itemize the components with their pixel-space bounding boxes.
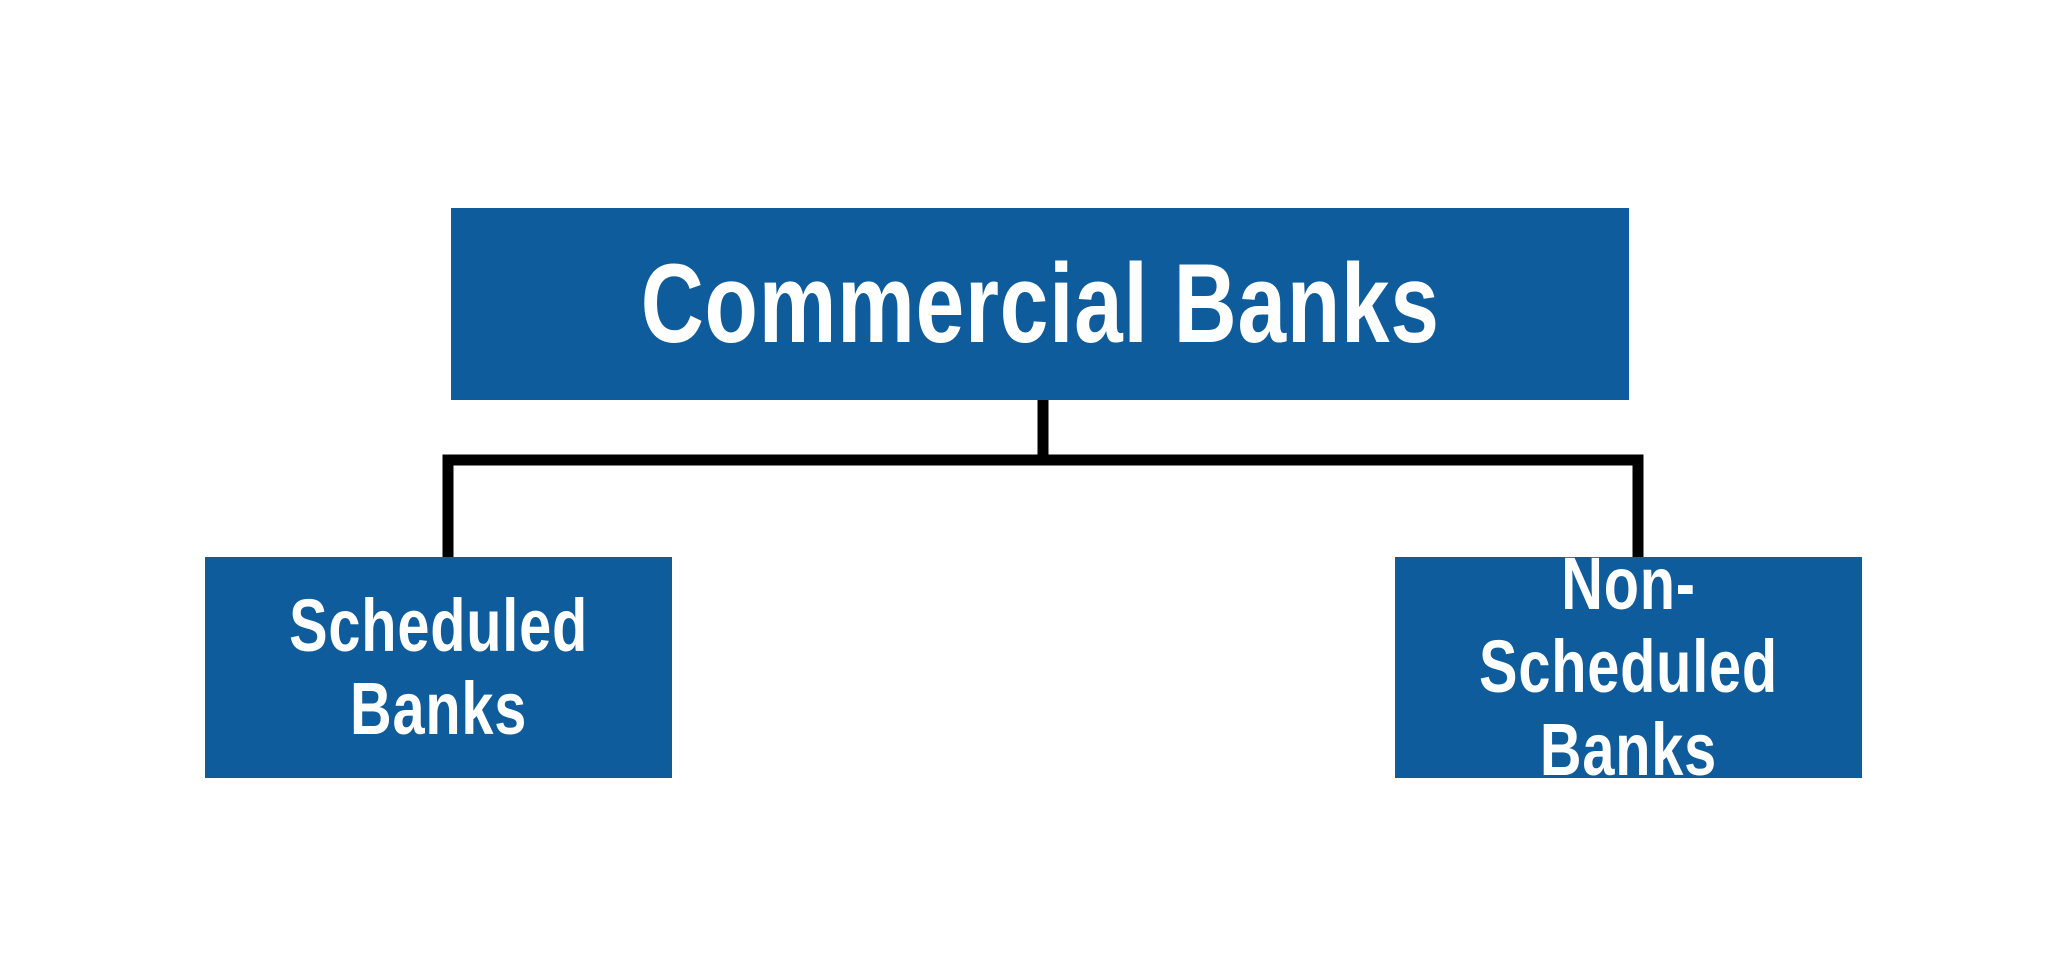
node-scheduled-banks-line2: Banks [349, 666, 528, 750]
node-non-scheduled-banks: Non-Scheduled Banks [1395, 542, 1862, 791]
node-commercial-banks: Commercial Banks [451, 208, 1629, 400]
node-scheduled-banks-label: Scheduled Banks [289, 583, 588, 751]
node-non-scheduled-banks-label: Non-Scheduled Banks [1446, 542, 1810, 792]
node-non-scheduled-banks-line1: Non-Scheduled [1479, 542, 1778, 709]
node-scheduled-banks-line1: Scheduled [289, 583, 588, 667]
node-non-scheduled-banks-line2: Banks [1539, 707, 1718, 791]
node-commercial-banks-label: Commercial Banks [640, 241, 1440, 366]
node-scheduled-banks: Scheduled Banks [205, 557, 672, 778]
